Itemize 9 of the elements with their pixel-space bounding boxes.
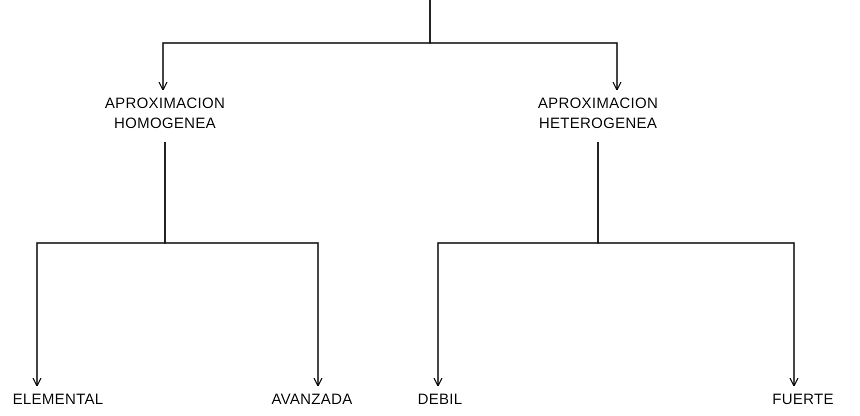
category-label: APROXIMACION HETEROGENEA [508,94,688,134]
category-label: APROXIMACION HOMOGENEA [80,94,250,134]
leaf-label: ELEMENTAL [8,390,108,410]
arrow [429,0,622,91]
arrow [597,142,799,387]
leaf-label: FUERTE [768,390,838,410]
leaf-label: DEBIL [410,390,470,410]
arrow [164,142,323,387]
leaf-label: AVANZADA [262,390,362,410]
